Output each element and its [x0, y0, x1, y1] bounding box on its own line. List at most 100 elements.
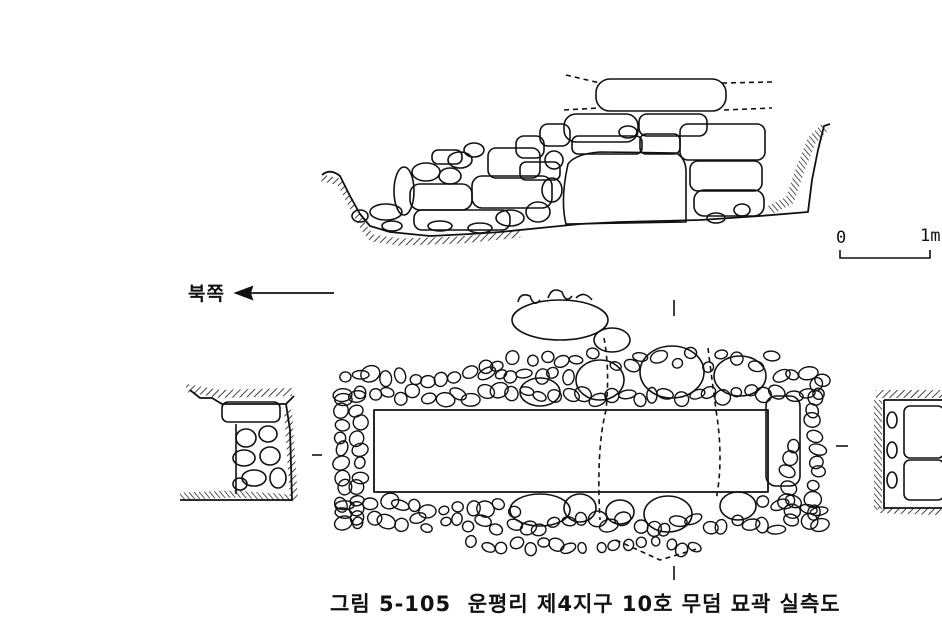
cobble-stone — [532, 390, 547, 402]
cobble-stone — [797, 366, 819, 381]
cobble-stone — [714, 349, 729, 360]
cobble-stone — [633, 392, 647, 408]
cobble-stone — [526, 354, 539, 367]
cobble-stone — [633, 519, 649, 534]
cobble-stone — [349, 510, 365, 526]
cobble-stone — [588, 392, 608, 408]
cobble-stone — [333, 402, 349, 419]
figure-caption: 그림 5-105 운평리 제4지구 10호 무덤 묘곽 실측도 — [330, 592, 841, 616]
cobble-stone — [461, 365, 479, 380]
cobble-stone — [656, 388, 674, 400]
cobble-stone — [812, 387, 825, 401]
cobble-stone — [803, 490, 823, 509]
cobble-stone — [598, 518, 619, 533]
cobble-stone — [530, 523, 547, 537]
cobble-stone — [562, 369, 575, 386]
cobble-stone — [596, 541, 607, 554]
cobble-stone — [435, 391, 456, 408]
cobble-stone — [537, 537, 551, 548]
cobble-stone — [481, 541, 496, 553]
cobble-stone — [420, 392, 437, 405]
cobble-stone — [489, 360, 504, 372]
cobble-stone — [805, 402, 820, 419]
cobble-stone — [376, 513, 397, 530]
cobble-stone — [806, 429, 824, 444]
cobble-stone — [509, 536, 525, 550]
cobble-stone — [409, 373, 423, 386]
cobble-stone — [778, 464, 796, 479]
scale-start-label: 0 — [836, 228, 847, 248]
cobble-stone — [577, 541, 587, 554]
cobble-stone — [609, 361, 622, 371]
cobble-stone — [810, 465, 826, 478]
cobble-stone — [451, 512, 463, 527]
cobble-stone — [460, 392, 481, 407]
cobble-stone — [604, 387, 620, 404]
cobble-stone — [464, 534, 477, 548]
cobble-stone — [744, 384, 759, 397]
cobble-stone — [353, 456, 366, 470]
cobble-stone — [754, 386, 773, 404]
cobble-stone — [349, 495, 365, 507]
cobble-stone — [803, 411, 821, 428]
cobble-stone — [477, 383, 496, 400]
cobble-stone — [807, 389, 824, 406]
cobble-stone — [524, 542, 538, 557]
cobble-stone — [808, 455, 824, 470]
cobble-stone — [507, 505, 522, 518]
cobble-stone — [380, 386, 395, 398]
cobble-stone — [332, 387, 353, 403]
cobble-stone — [783, 513, 800, 527]
cobble-stone — [568, 355, 584, 365]
cobble-stone — [348, 404, 364, 418]
cobble-stone — [339, 371, 352, 383]
cobble-stone — [767, 384, 786, 400]
cobble-stone — [613, 511, 632, 527]
tomb-elevation-view — [321, 74, 831, 246]
cobble-stone — [478, 359, 494, 375]
cobble-stone — [494, 541, 508, 555]
scale-bar — [839, 250, 931, 259]
cobble-stone — [394, 517, 409, 533]
cobble-stone — [366, 510, 383, 526]
cobble-stone — [335, 440, 349, 457]
cobble-stone — [766, 524, 787, 535]
cobble-stone — [684, 513, 703, 526]
cobble-stone — [347, 390, 367, 403]
cobble-stone — [623, 358, 641, 373]
north-arrow — [233, 285, 334, 301]
cobble-stone — [433, 371, 449, 388]
cobble-stone — [334, 392, 353, 407]
cobble-stone — [687, 541, 702, 553]
cobble-stone — [440, 516, 452, 527]
cobble-stone — [762, 350, 781, 362]
tomb-plan-view — [312, 289, 848, 580]
cobble-stone — [451, 501, 464, 513]
cobble-stone — [333, 496, 348, 513]
cobble-stone — [353, 385, 367, 400]
cobble-stone — [650, 536, 661, 547]
cobble-stone — [741, 518, 761, 531]
cobble-stone — [702, 520, 719, 535]
cobble-stone — [702, 361, 715, 373]
cobble-stone — [666, 538, 678, 551]
cobble-stone — [787, 438, 800, 454]
cobble-stone — [714, 518, 728, 535]
cobble-stone — [418, 504, 437, 519]
tomb-south-end-section — [874, 390, 942, 515]
cobble-stone — [810, 517, 830, 533]
cobble-stone — [657, 522, 671, 537]
cobble-stone — [348, 479, 365, 496]
cobble-stone — [362, 497, 379, 511]
cobble-stone — [808, 443, 828, 456]
cobble-stone — [635, 536, 648, 549]
north-direction-label: 북쪽 — [188, 283, 225, 305]
cobble-stone — [420, 374, 436, 389]
cobble-stone — [561, 516, 577, 527]
cobble-stone — [545, 366, 559, 379]
cobble-stone — [393, 367, 407, 384]
cobble-stone — [515, 368, 533, 379]
cobble-stone — [360, 364, 381, 383]
cobble-stone — [560, 542, 577, 555]
